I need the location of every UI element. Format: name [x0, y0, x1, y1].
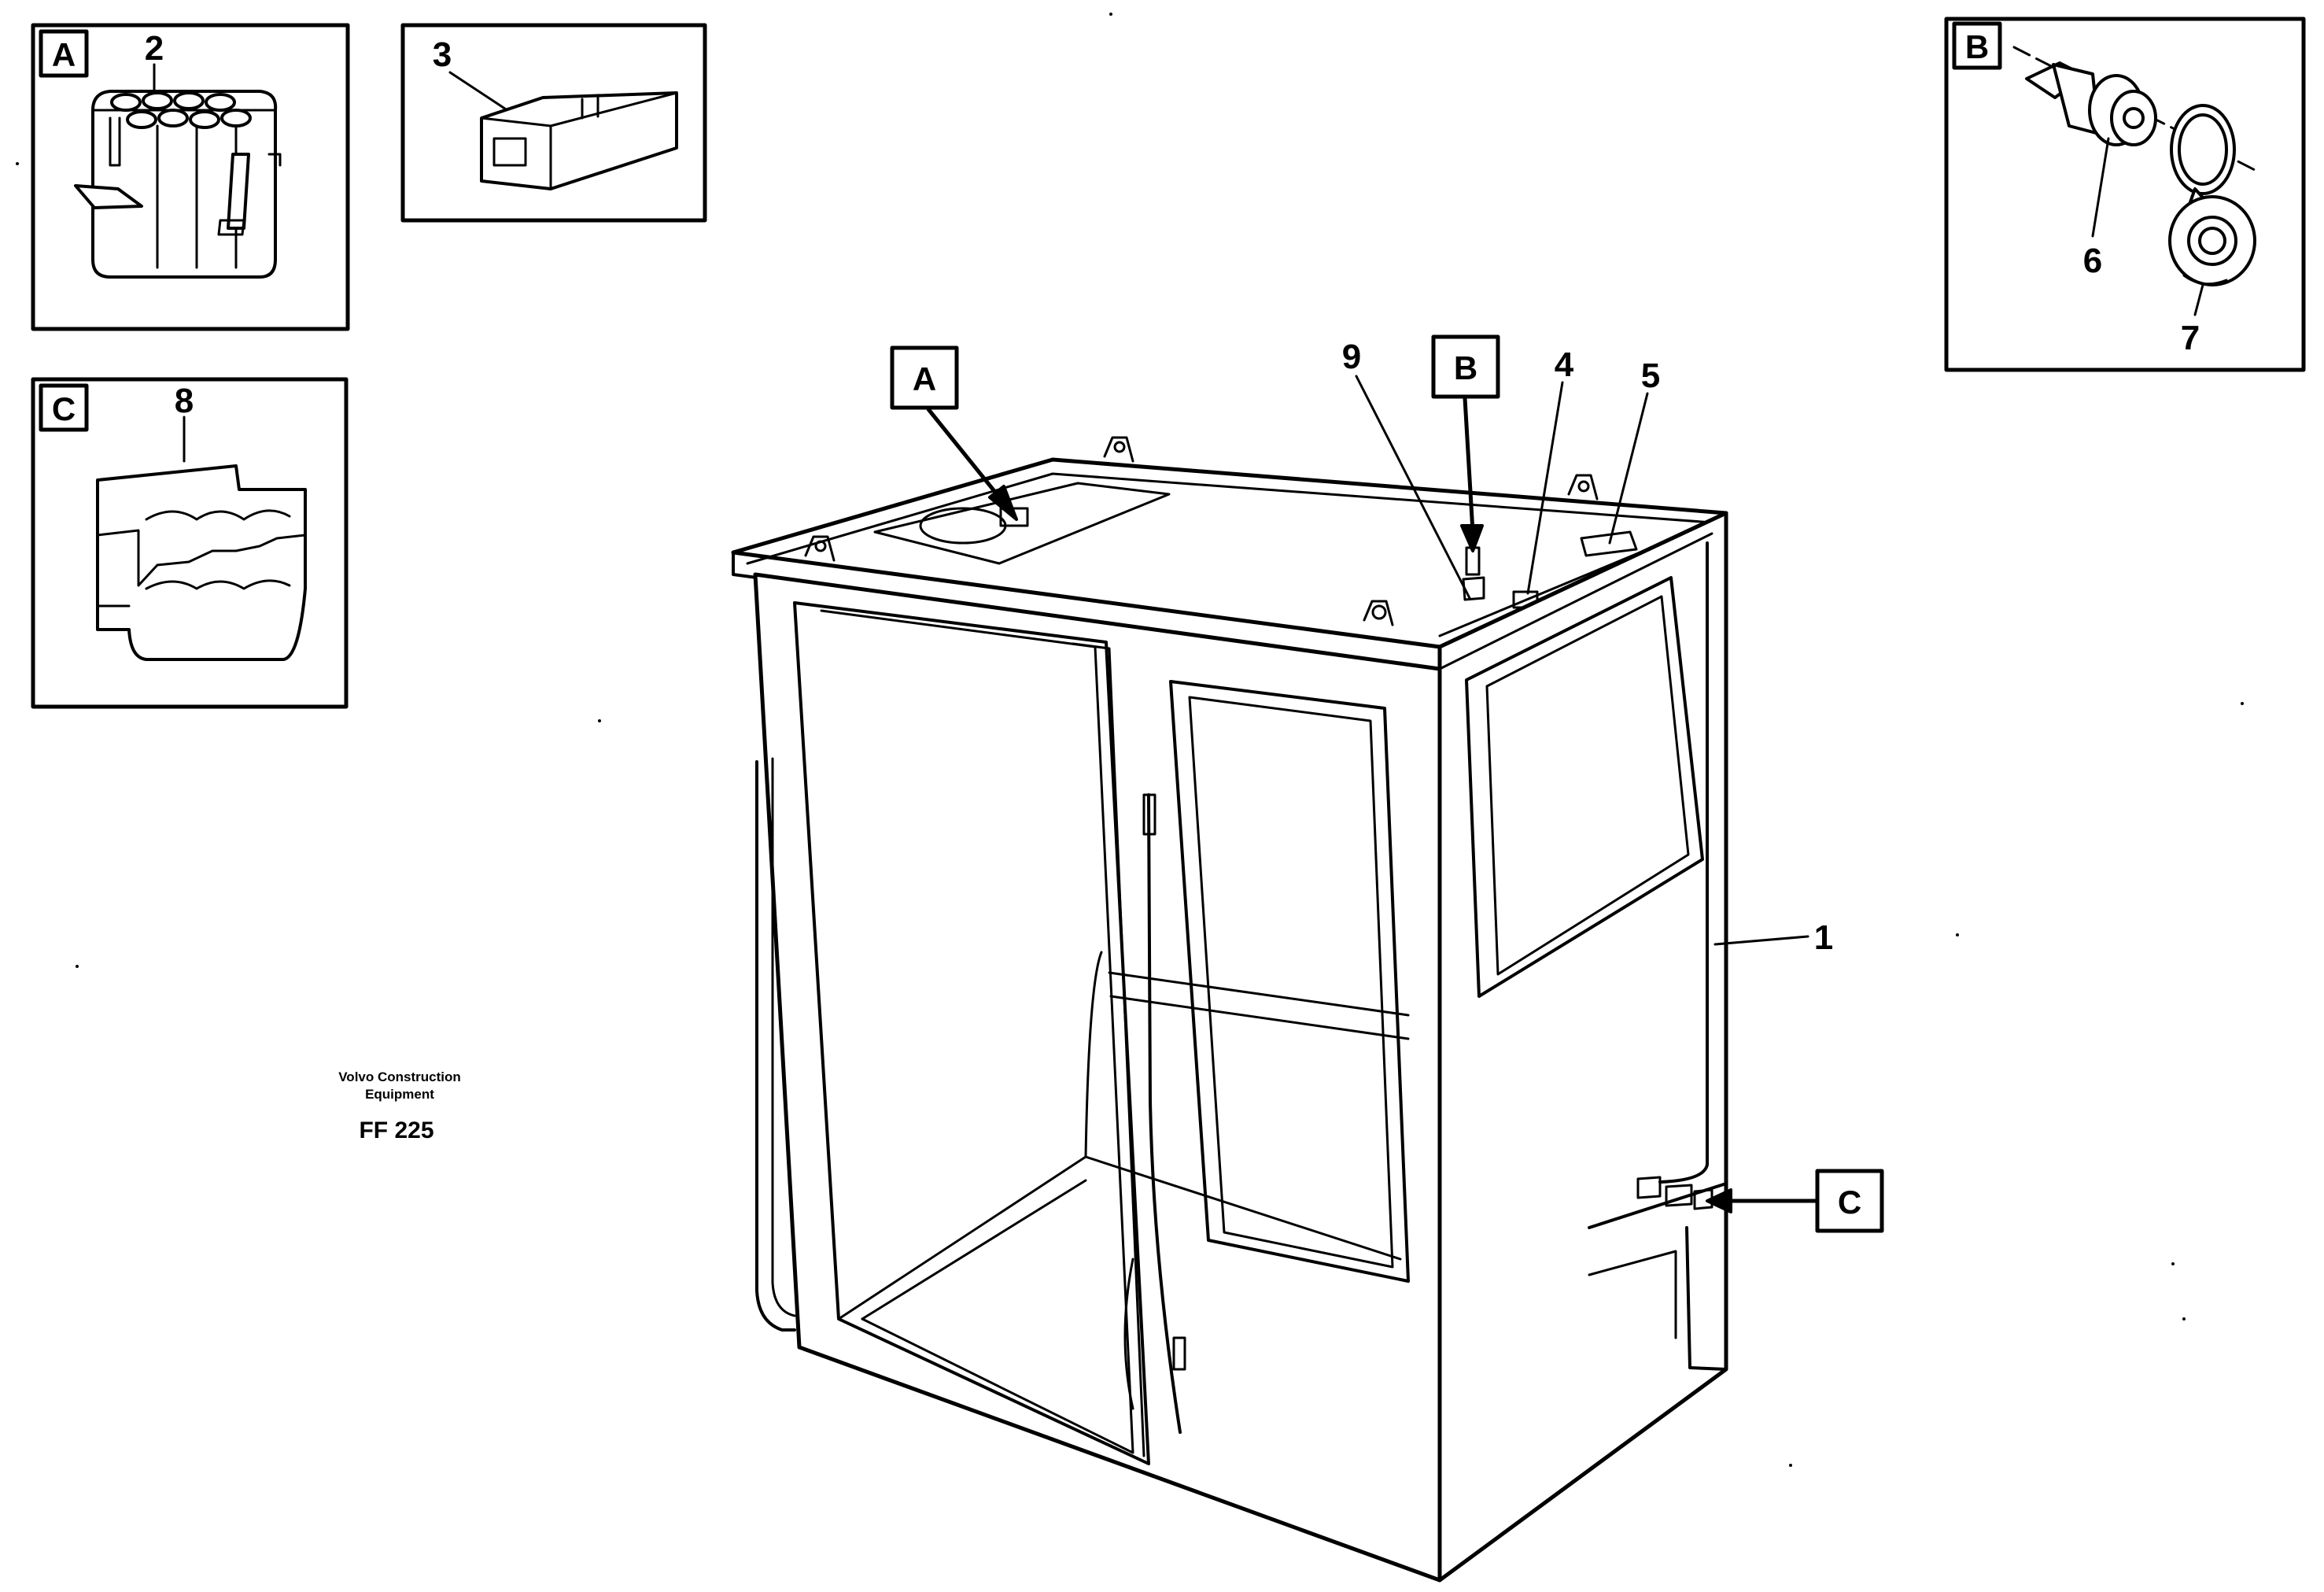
callout-a-arrow [926, 407, 1009, 509]
callout-9-leader [1355, 375, 1471, 600]
detail-a-part-label: 2 [145, 29, 164, 68]
callout-b-arrow [1463, 396, 1475, 534]
detail-b-letter: B [1965, 28, 1989, 65]
connector-2-drawing [74, 90, 282, 279]
callout-1-label: 1 [1814, 918, 1833, 957]
callout-4-leader [1526, 381, 1564, 595]
item-3-frame [400, 23, 707, 223]
item-3-panel: 3 [400, 23, 707, 223]
callout-b-box [1431, 334, 1500, 399]
callout-1: 1 [1713, 918, 1833, 957]
detail-b-leader-6 [2091, 137, 2110, 238]
detail-b-leader-7 [2193, 283, 2204, 316]
detail-c-frame [31, 377, 349, 709]
detail-b-part-7-label: 7 [2181, 319, 2200, 357]
callout-a-arrowhead [988, 485, 1018, 521]
detail-b-letter-box [1952, 21, 2002, 70]
callout-b-arrowhead [1460, 524, 1484, 552]
callout-5-label: 5 [1641, 356, 1660, 395]
callout-b-letter: B [1454, 349, 1477, 386]
callout-5: 5 [1608, 356, 1660, 545]
callout-5-leader [1608, 392, 1649, 545]
detail-a-panel: A 2 [31, 23, 350, 331]
detail-a-frame [31, 23, 350, 331]
callout-c-box [1815, 1169, 1884, 1233]
callout-a: A [890, 345, 1018, 521]
callout-b: B [1431, 334, 1500, 552]
detail-c-part-label: 8 [175, 382, 194, 420]
detail-a-letter: A [52, 36, 76, 73]
callout-9: 9 [1342, 338, 1471, 600]
callout-a-box [890, 345, 959, 410]
callout-a-letter: A [913, 360, 936, 397]
callout-9-label: 9 [1342, 338, 1361, 376]
item-3-part-label: 3 [433, 35, 452, 74]
clip-8-drawing [96, 464, 307, 661]
callout-c-letter: C [1838, 1184, 1861, 1221]
figure-code: FF 225 [359, 1117, 433, 1143]
detail-b-frame [1944, 17, 2306, 372]
detail-b-part-6-label: 6 [2083, 242, 2102, 280]
callout-4: 4 [1526, 345, 1574, 595]
callout-1-leader [1713, 935, 1809, 946]
callout-c-arrowhead [1706, 1188, 1732, 1213]
scan-specks [16, 13, 2244, 1467]
cab-frame-drawing [731, 436, 1728, 1583]
detail-c-panel: C 8 [31, 377, 349, 709]
callout-4-label: 4 [1555, 345, 1574, 384]
connector-3-drawing [480, 91, 678, 190]
maker-line-2: Equipment [365, 1087, 434, 1102]
footer-block: Volvo Construction Equipment FF 225 [338, 1069, 461, 1143]
detail-c-letter-box [39, 383, 89, 432]
cap-7-drawing [2168, 104, 2256, 286]
maker-line-1: Volvo Construction [338, 1069, 461, 1084]
detail-b-panel: B 6 7 [1944, 17, 2306, 372]
detail-a-letter-box [39, 29, 89, 78]
callout-c: C [1706, 1169, 1884, 1233]
detail-c-letter: C [52, 390, 76, 427]
